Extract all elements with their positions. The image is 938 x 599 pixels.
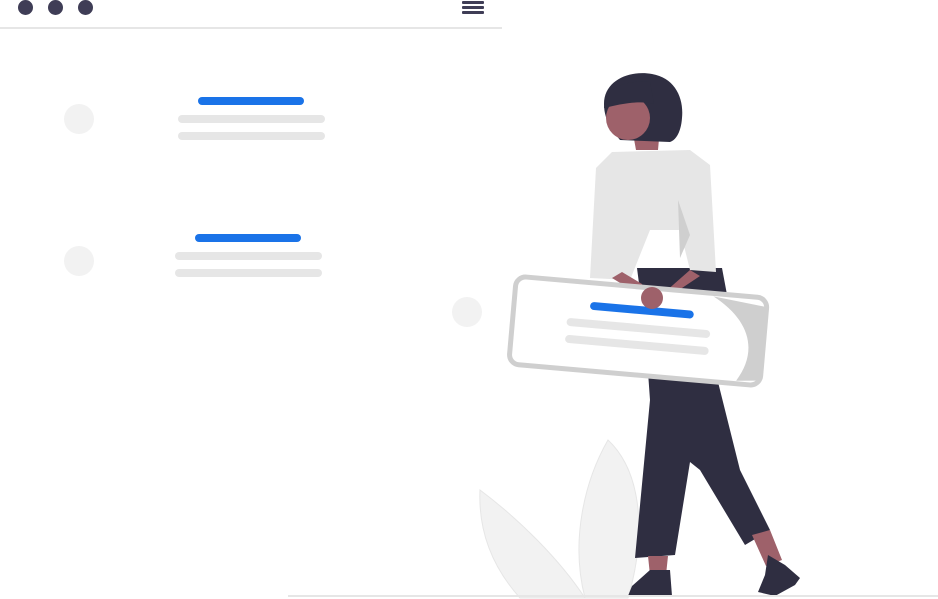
- list-item-text-placeholder: [178, 132, 325, 140]
- list-item-text-placeholder: [175, 269, 322, 277]
- held-card-text-placeholder: [566, 318, 711, 338]
- list-item-title-placeholder: [195, 234, 301, 242]
- shoe-left: [628, 570, 672, 596]
- hamburger-menu-icon[interactable]: [462, 1, 484, 15]
- shoe-right: [758, 555, 800, 596]
- held-card-avatar: [452, 297, 482, 327]
- avatar: [64, 104, 94, 134]
- header-divider: [0, 27, 502, 29]
- window-dot-2-icon[interactable]: [48, 0, 63, 15]
- avatar: [64, 246, 94, 276]
- window-controls: [18, 0, 93, 16]
- list-item-text-placeholder: [178, 115, 325, 123]
- held-card-title-placeholder: [590, 302, 694, 319]
- list-item-text-placeholder: [175, 252, 322, 260]
- shirt: [590, 150, 716, 280]
- plant-leaves-icon: [479, 439, 640, 599]
- held-card-text-placeholder: [565, 335, 709, 355]
- held-card: [507, 274, 770, 388]
- window-dot-1-icon[interactable]: [18, 0, 33, 15]
- ground-line: [288, 595, 938, 597]
- window-dot-3-icon[interactable]: [78, 0, 93, 15]
- list-item-title-placeholder: [198, 97, 304, 105]
